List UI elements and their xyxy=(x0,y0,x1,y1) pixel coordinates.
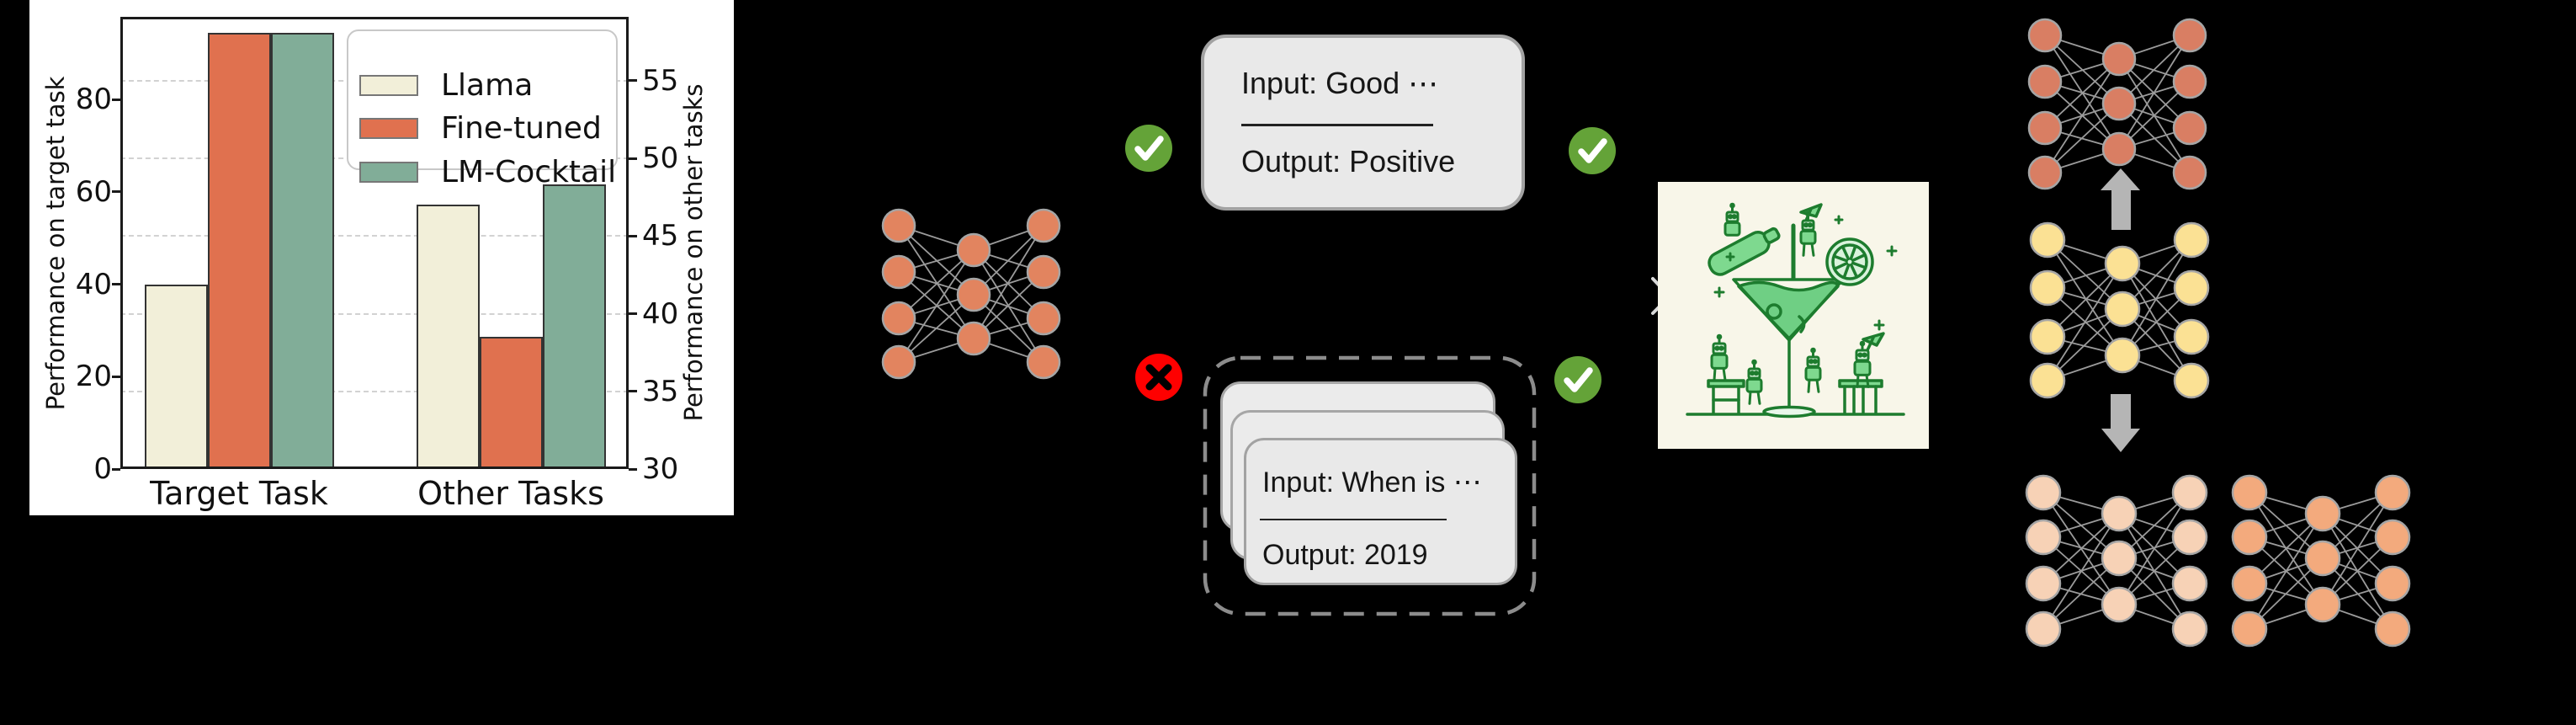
tick-right-30 xyxy=(629,467,637,471)
example-card-positive: Input: Good ⋯ Output: Positive xyxy=(1201,35,1525,211)
tick-left-20 xyxy=(112,375,120,378)
verdict-icons xyxy=(1125,125,1616,403)
tick-label-right-30: 30 xyxy=(642,452,679,486)
other-model-2-network xyxy=(2231,474,2411,648)
check-icon xyxy=(1554,356,1601,403)
example-card-2019: Input: When is ⋯ Output: 2019 xyxy=(1244,438,1517,585)
legend-swatch-fine-tuned xyxy=(359,118,418,139)
up-arrow-icon xyxy=(2101,168,2140,230)
tick-right-50 xyxy=(629,157,637,160)
bar-llama-other-tasks xyxy=(417,205,480,469)
tick-label-left-60: 60 xyxy=(75,174,112,209)
target-model-network xyxy=(2029,221,2210,399)
gridline-35 xyxy=(120,390,629,392)
check-icon xyxy=(1125,125,1172,172)
tick-left-0 xyxy=(112,467,120,471)
tick-label-left-80: 80 xyxy=(75,83,112,117)
tick-label-right-50: 50 xyxy=(642,141,679,175)
cross-icon xyxy=(1135,354,1182,401)
card-output-text: Output: 2019 xyxy=(1262,539,1428,571)
gridline-45 xyxy=(120,235,629,237)
legend-label-fine-tuned: Fine-tuned xyxy=(441,111,602,146)
legend-swatch-llama xyxy=(359,75,418,96)
tick-right-45 xyxy=(629,234,637,237)
robot-figure xyxy=(1853,340,1872,388)
legend-swatch-lm-cocktail xyxy=(359,162,418,183)
card-input-text: Input: When is ⋯ xyxy=(1262,466,1482,498)
card-output-text: Output: Positive xyxy=(1241,144,1456,179)
robot-figure xyxy=(1710,333,1729,381)
tick-label-right-55: 55 xyxy=(642,63,679,98)
category-label-other-tasks: Other Tasks xyxy=(417,475,604,512)
tick-left-40 xyxy=(112,283,120,286)
check-icon xyxy=(1569,127,1616,174)
down-arrow-icon xyxy=(2101,394,2140,452)
cocktail-illustration xyxy=(1658,182,1929,449)
tick-label-right-35: 35 xyxy=(642,374,679,408)
bar-llama-target-task xyxy=(145,284,208,469)
tick-label-left-20: 20 xyxy=(75,360,112,394)
legend-label-lm-cocktail: LM-Cocktail xyxy=(441,155,617,189)
tick-label-right-40: 40 xyxy=(642,296,679,331)
robot-figure xyxy=(1745,359,1763,405)
category-label-target-task: Target Task xyxy=(150,475,328,512)
robot-figure xyxy=(1799,211,1817,257)
tick-label-right-45: 45 xyxy=(642,219,679,253)
card-divider xyxy=(1260,519,1447,520)
legend-label-llama: Llama xyxy=(441,68,534,103)
tick-right-40 xyxy=(629,312,637,315)
bar-fine-tuned-target-task xyxy=(208,32,271,469)
tick-right-55 xyxy=(629,79,637,83)
bar-lm-cocktail-target-task xyxy=(271,32,334,469)
card-input-text: Input: Good ⋯ xyxy=(1241,66,1439,100)
card-divider xyxy=(1241,124,1433,126)
tick-left-80 xyxy=(112,98,120,101)
tick-right-35 xyxy=(629,390,637,393)
dashed-group-box xyxy=(1203,355,1537,616)
bar-lm-cocktail-other-tasks xyxy=(543,184,606,469)
base-model-network xyxy=(881,208,1061,380)
tick-left-60 xyxy=(112,190,120,194)
robot-figure xyxy=(1804,347,1822,393)
finetuned-model-network xyxy=(2027,18,2207,190)
other-model-1-network xyxy=(2025,474,2208,648)
robot-figure xyxy=(1724,202,1741,237)
gridline-40 xyxy=(120,312,629,315)
tick-label-left-0: 0 xyxy=(93,452,112,486)
tick-label-left-40: 40 xyxy=(75,267,112,301)
neural-networks xyxy=(881,18,2411,648)
